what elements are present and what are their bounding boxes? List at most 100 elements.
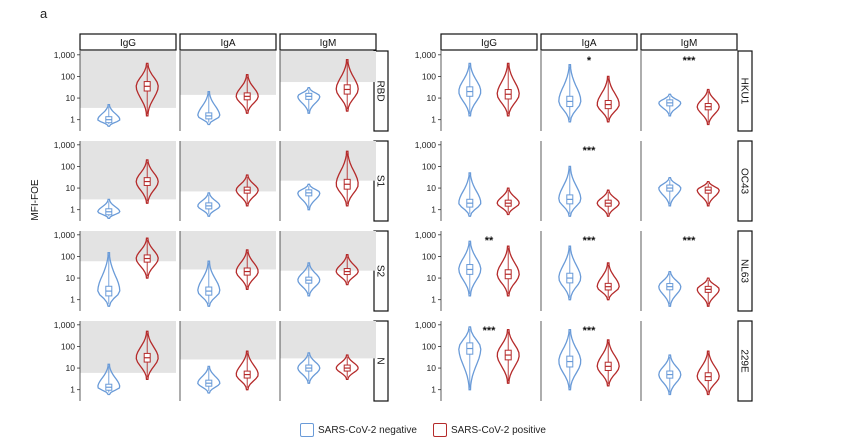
y-tick-label: 1,000	[54, 320, 76, 330]
violin-negative	[558, 328, 582, 391]
positivity-threshold-region	[80, 321, 176, 373]
positivity-threshold-region	[180, 51, 276, 95]
facet-row-label: 229E	[739, 349, 750, 373]
violin-positive	[496, 62, 520, 117]
violin-positive	[496, 328, 520, 384]
violin-negative	[97, 251, 121, 307]
facet-column-strip	[79, 33, 177, 51]
violin-negative	[197, 260, 221, 307]
y-tick-label: 10	[427, 273, 437, 283]
positivity-threshold-region	[280, 231, 376, 271]
facet-row-label: S2	[375, 265, 386, 278]
facet-column-label: IgA	[581, 38, 596, 49]
y-tick-label: 1,000	[415, 140, 437, 150]
y-tick-label: 1,000	[415, 50, 437, 60]
legend-label-negative: SARS-CoV-2 negative	[318, 424, 417, 436]
legend-swatch-negative	[300, 423, 314, 437]
y-tick-label: 1	[70, 295, 75, 305]
y-tick-label: 100	[422, 71, 436, 81]
facet-row-strip	[737, 50, 753, 132]
violin-positive	[135, 159, 159, 204]
y-tick-label: 10	[66, 183, 76, 193]
violin-negative	[458, 326, 482, 391]
positivity-threshold-region	[280, 321, 376, 359]
violin-positive	[596, 339, 620, 387]
violin-negative	[97, 363, 121, 396]
y-tick-label: 1,000	[54, 140, 76, 150]
facet-row-label: RBD	[375, 80, 386, 101]
violin-positive	[696, 88, 720, 126]
violin-negative	[458, 172, 482, 217]
legend-label-positive: SARS-CoV-2 positive	[450, 424, 546, 436]
facet-column-label: IgM	[320, 38, 337, 49]
positivity-threshold-region	[280, 51, 376, 83]
violin-positive	[135, 330, 159, 381]
violin-negative	[297, 183, 321, 211]
violin-positive	[235, 350, 259, 391]
violin-positive	[335, 254, 359, 286]
legend-item-positive: SARS-CoV-2 positive	[432, 423, 546, 437]
facet-row-strip	[737, 230, 753, 312]
violin-negative	[197, 365, 221, 394]
violin-negative	[558, 64, 582, 123]
facet-row-strip	[373, 320, 389, 402]
violin-positive	[135, 62, 159, 117]
violin-positive	[135, 237, 159, 279]
significance-marker: ***	[583, 235, 597, 247]
violin-negative	[297, 352, 321, 384]
facet-row-label: NL63	[739, 259, 750, 283]
y-tick-label: 100	[422, 341, 436, 351]
violin-negative	[558, 245, 582, 301]
significance-marker: ***	[583, 145, 597, 157]
violin-negative	[297, 87, 321, 114]
violin-positive	[596, 189, 620, 217]
positivity-threshold-region	[180, 231, 276, 270]
significance-marker: ***	[583, 325, 597, 337]
y-tick-label: 1,000	[54, 50, 76, 60]
facet-column-label: IgG	[120, 38, 136, 49]
violin-negative	[197, 90, 221, 126]
facet-row-strip	[373, 230, 389, 312]
facet-column-strip	[440, 33, 538, 51]
facet-row-strip	[373, 50, 389, 132]
facet-column-label: IgA	[220, 38, 235, 49]
facet-column-strip	[279, 33, 377, 51]
y-axis-label: MFI-FOE	[30, 179, 41, 220]
y-tick-label: 1	[70, 205, 75, 215]
violin-positive	[696, 277, 720, 307]
violin-negative	[658, 270, 682, 307]
significance-marker: ***	[683, 55, 697, 67]
violin-positive	[496, 187, 520, 216]
positivity-threshold-region	[280, 141, 376, 181]
violin-negative	[97, 198, 121, 219]
legend: SARS-CoV-2 negative SARS-CoV-2 positive	[0, 420, 846, 440]
significance-marker: ***	[483, 325, 497, 337]
violin-negative	[458, 240, 482, 297]
violin-negative	[658, 354, 682, 396]
violin-negative	[658, 177, 682, 207]
positivity-threshold-region	[80, 231, 176, 262]
facet-row-label: OC43	[739, 168, 750, 195]
positivity-threshold-region	[180, 321, 276, 360]
y-tick-label: 1	[431, 115, 436, 125]
violin-negative	[658, 93, 682, 117]
facet-row-strip	[737, 140, 753, 222]
facet-row-label: HKU1	[739, 78, 750, 105]
legend-item-negative: SARS-CoV-2 negative	[300, 423, 417, 437]
y-tick-label: 10	[427, 183, 437, 193]
facet-column-label: IgG	[481, 38, 497, 49]
positivity-threshold-region	[80, 51, 176, 108]
y-tick-label: 1	[70, 385, 75, 395]
violin-positive	[696, 350, 720, 396]
violin-negative	[97, 103, 121, 127]
significance-marker: ***	[683, 235, 697, 247]
y-tick-label: 10	[427, 363, 437, 373]
facet-row-strip	[373, 140, 389, 222]
positivity-threshold-region	[180, 141, 276, 192]
positivity-threshold-region	[80, 141, 176, 200]
y-tick-label: 10	[427, 93, 437, 103]
y-tick-label: 10	[66, 93, 76, 103]
y-tick-label: 1	[431, 295, 436, 305]
y-tick-label: 100	[61, 251, 75, 261]
